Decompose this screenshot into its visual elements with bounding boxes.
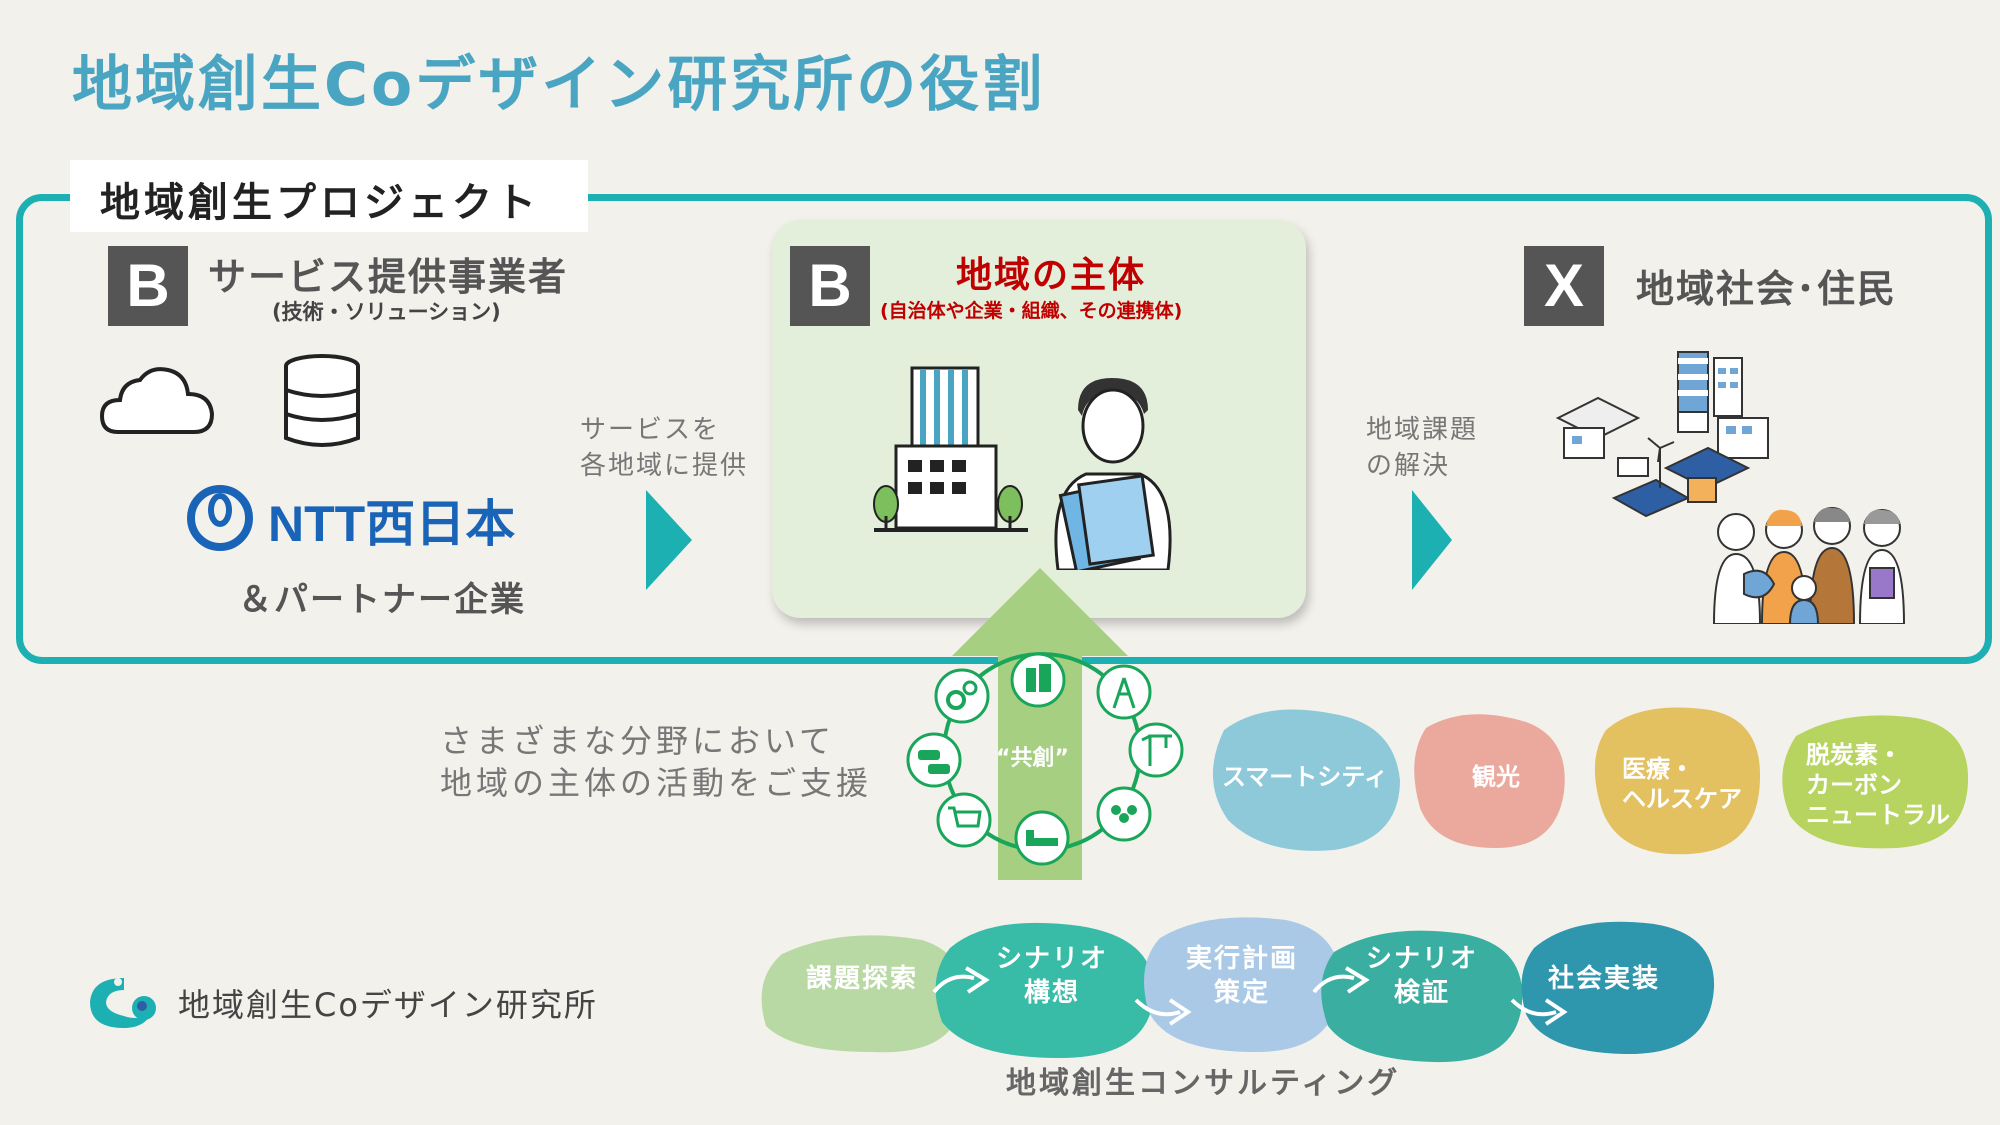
family-icon [1712, 507, 1906, 624]
database-icon [284, 354, 360, 447]
consulting-step-2: シナリオ 構想 [996, 944, 1109, 1008]
consulting-step-5: 社会実装 [1548, 964, 1661, 994]
consulting-blob-5 [1521, 921, 1715, 1055]
center-subtitle: (自治体や企業・組織、その連携体) [880, 300, 1183, 322]
partner-text: ＆パートナー企業 [238, 580, 526, 620]
society-title: 地域社会･住民 [1636, 267, 1898, 311]
arrow2-text-line1: 地域課題 [1366, 415, 1479, 445]
consulting-blob-3 [1144, 917, 1341, 1052]
center-title: 地域の主体 [956, 255, 1147, 296]
hospital-bed-icon [1014, 810, 1070, 866]
support-text-line1: さまざまな分野において [440, 722, 836, 760]
consulting-blob-4 [1321, 930, 1523, 1063]
codesign-logo-icon [90, 978, 156, 1028]
arrow-right-icon [1412, 490, 1452, 590]
consulting-step-1: 課題探索 [806, 964, 919, 994]
project-label: 地域創生プロジェクト [100, 180, 540, 226]
flow-arrow-icon [1134, 998, 1192, 1026]
cocreation-arrow-icon [952, 568, 1128, 880]
field-blob-decarbonization [1782, 715, 1969, 849]
project-tab [70, 160, 588, 232]
cars-icon [906, 732, 962, 788]
building-field-icon [1010, 652, 1066, 708]
field-blob-healthcare [1594, 707, 1761, 855]
arrow1-text-line1: サービスを [580, 415, 721, 445]
center-badge: B [790, 246, 870, 326]
people-group-icon [1096, 786, 1152, 842]
field-label-smart-city: スマートシティ [1222, 763, 1388, 791]
arrow2-text-line2: の解決 [1366, 451, 1451, 481]
arrow1-text-line2: 各地域に提供 [580, 451, 749, 481]
field-blob-smart-city [1212, 709, 1400, 851]
field-label-decarbonization: 脱炭素・ カーボン ニュートラル [1806, 741, 1950, 829]
flow-arrow-icon [932, 966, 990, 994]
person-icon [1054, 378, 1172, 570]
support-text-line2: 地域の主体の活動をご支援 [440, 764, 873, 802]
footer-logo-text: 地域創生Coデザイン研究所 [178, 986, 598, 1024]
provider-title: サービス提供事業者 [208, 255, 569, 299]
society-badge: X [1524, 246, 1604, 326]
consulting-blob-1 [761, 935, 963, 1053]
city-illustration-icon [1555, 351, 1769, 518]
arrow-right-icon [646, 490, 692, 590]
cocreation-label: “共創” [996, 746, 1069, 771]
consulting-step-3: 実行計画 策定 [1186, 944, 1299, 1008]
field-label-healthcare: 医療・ ヘルスケア [1622, 755, 1742, 813]
page-title: 地域創生Coデザイン研究所の役割 [72, 50, 1046, 120]
provider-badge: B [108, 246, 188, 326]
consulting-step-4: シナリオ 検証 [1366, 944, 1479, 1008]
field-blob-tourism [1414, 714, 1565, 848]
consulting-blob-2 [935, 922, 1155, 1058]
building-icon [873, 366, 1028, 532]
consulting-label: 地域創生コンサルティング [1006, 1066, 1401, 1101]
field-label-tourism: 観光 [1472, 763, 1520, 791]
flow-arrow-icon [1510, 998, 1568, 1026]
crane-icon [1128, 722, 1184, 778]
cloud-icon [99, 367, 215, 434]
ntt-logo-icon [187, 485, 253, 551]
antenna-tower-icon [1096, 664, 1152, 720]
shopping-cart-icon [936, 792, 992, 848]
ntt-logo-text: NTT西日本 [268, 496, 516, 552]
flow-arrow-icon [1312, 966, 1370, 994]
gears-icon [934, 668, 990, 724]
provider-subtitle: (技術・ソリューション) [272, 300, 501, 324]
